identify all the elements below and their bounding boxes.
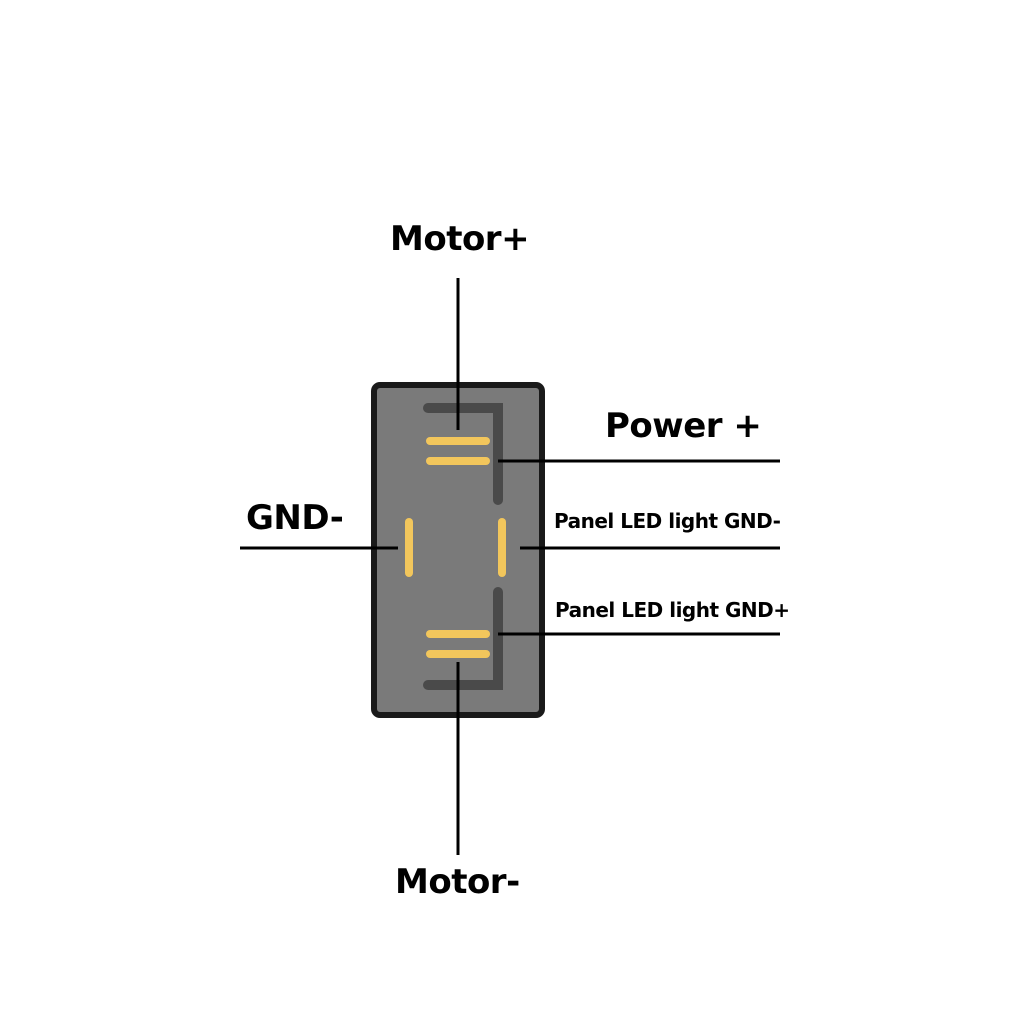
label-gnd-minus: GND- (246, 498, 344, 538)
internal-trace-top (423, 403, 503, 505)
label-power-plus: Power + (605, 406, 762, 446)
label-motor-minus: Motor- (395, 862, 520, 902)
label-motor-plus: Motor+ (390, 219, 530, 259)
label-panel-led-gnd-minus: Panel LED light GND- (554, 509, 781, 533)
internal-trace-bottom (423, 587, 503, 690)
label-panel-led-gnd-plus: Panel LED light GND+ (555, 598, 790, 622)
